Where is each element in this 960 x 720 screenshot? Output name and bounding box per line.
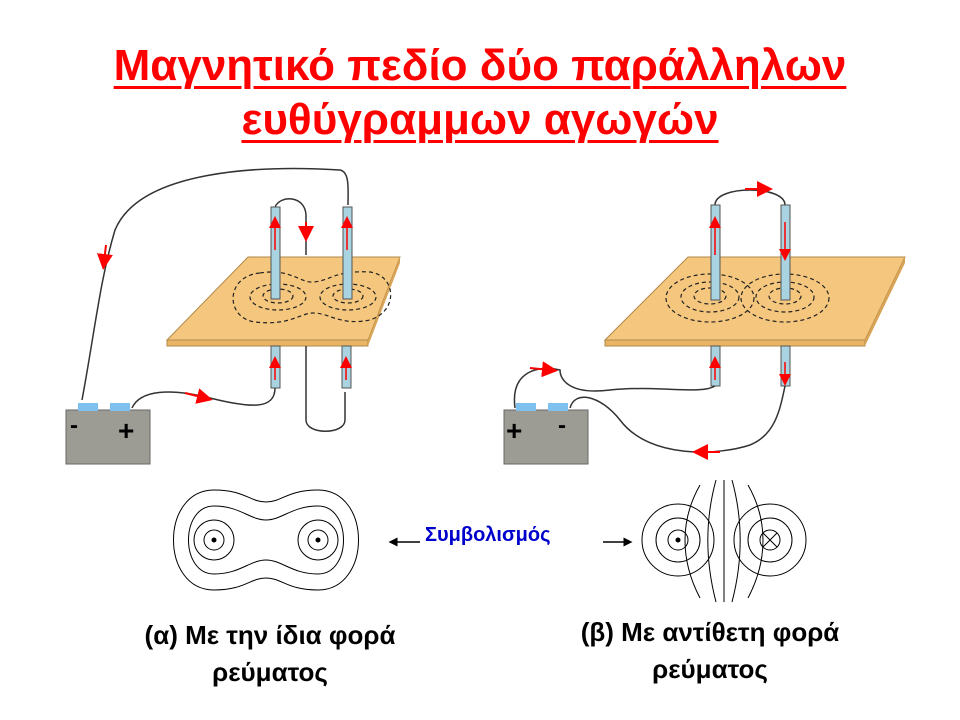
caption-a: (α) Με την ίδια φορά ρεύματος [95, 617, 445, 691]
caption-b-line2: ρεύματος [652, 654, 768, 684]
battery-plus-left: + [118, 415, 134, 446]
caption-a-line2: ρεύματος [212, 657, 328, 687]
caption-a-line1: (α) Με την ίδια φορά [144, 620, 396, 650]
field-symbol-opposite-direction [641, 479, 807, 603]
slide-title-line2: ευθύγραμμων αγωγών [241, 95, 719, 144]
right-apparatus-opposite-direction: + - [503, 181, 906, 465]
battery-minus-left: - [70, 412, 78, 439]
left-apparatus-same-direction: - + [65, 167, 401, 465]
caption-b: (β) Με αντίθετη φορά ρεύματος [535, 614, 885, 688]
caption-b-line1: (β) Με αντίθετη φορά [580, 617, 840, 647]
battery-minus-right: - [558, 412, 566, 439]
symbol-label: Συμβολισμός [425, 524, 551, 546]
field-symbol-same-direction [173, 489, 359, 591]
battery-plus-right: + [506, 415, 522, 446]
slide-title-line1: Μαγνητικό πεδίο δύο παράλληλων [113, 41, 847, 90]
